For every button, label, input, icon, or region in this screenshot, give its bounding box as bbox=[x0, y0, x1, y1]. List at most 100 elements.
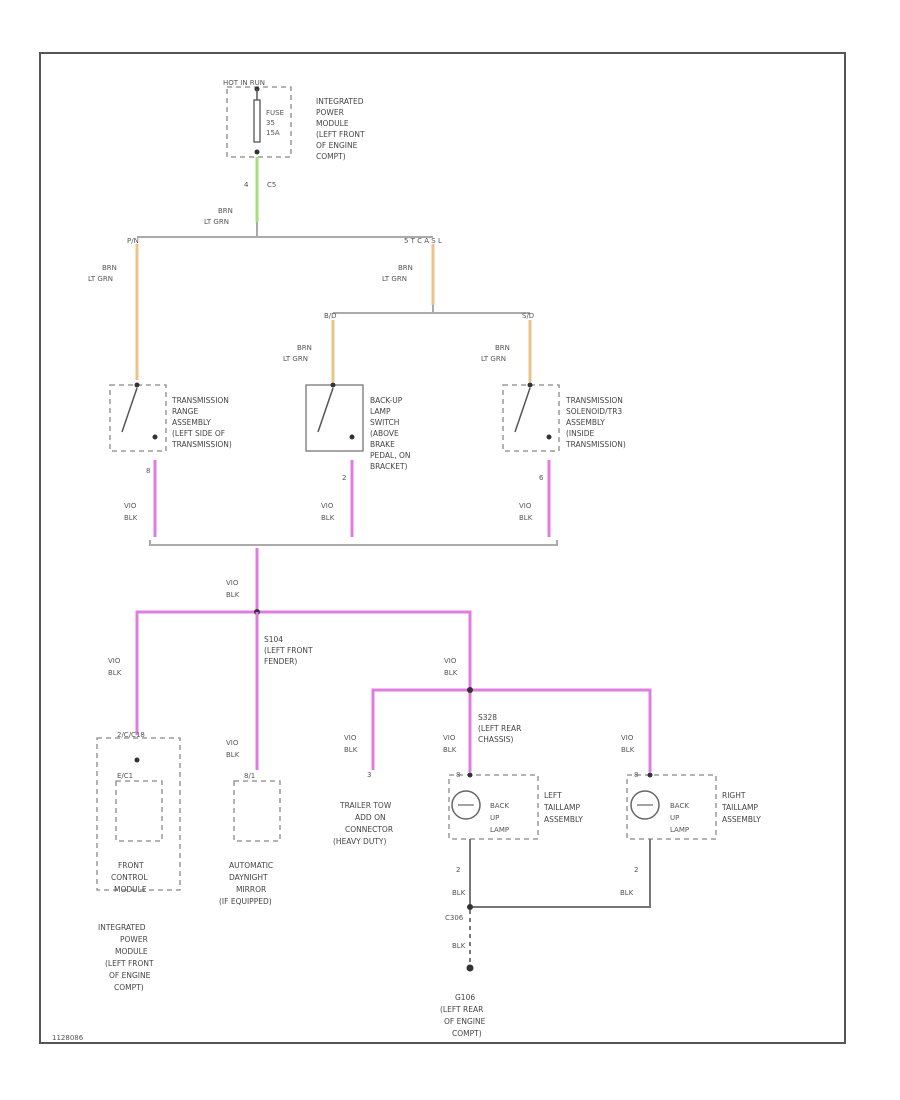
sw2-wire-0: BRN bbox=[297, 344, 312, 352]
sw2-l0: BACK-UP bbox=[370, 396, 403, 405]
g106-2: OF ENGINE bbox=[444, 1017, 486, 1026]
sw3-l1: SOLENOID/TR3 bbox=[566, 407, 622, 416]
fcm-b-2: MODULE bbox=[115, 947, 148, 956]
right-wire-1: LT GRN bbox=[382, 275, 407, 283]
fuse-label-0: FUSE bbox=[266, 109, 284, 117]
fuse-module-2: MODULE bbox=[316, 119, 349, 128]
s104-1: (LEFT FRONT bbox=[264, 646, 313, 655]
vio-mir-1: BLK bbox=[226, 751, 240, 759]
vio-trunk-1: BLK bbox=[226, 591, 240, 599]
ground-point bbox=[466, 964, 474, 972]
vio-rear-1: BLK bbox=[444, 669, 458, 677]
bus-tag-r2: S/D bbox=[522, 312, 534, 320]
fuse-pin: 4 bbox=[244, 181, 249, 189]
sw2-pin: 2 bbox=[342, 474, 346, 482]
wire-top-0: BRN bbox=[218, 207, 233, 215]
rl-pin-top: 8 bbox=[634, 771, 638, 779]
bus-tag-right: 5 T C A S L bbox=[404, 237, 442, 245]
vio2-1: BLK bbox=[321, 514, 335, 522]
ll-l0: LEFT bbox=[544, 791, 562, 800]
sw1-l1: RANGE bbox=[172, 407, 198, 416]
g106-0: G106 bbox=[455, 993, 475, 1002]
trailer-connector: 3 TRAILER TOW ADD ON CONNECTOR (HEAVY DU… bbox=[333, 771, 393, 846]
wire-vio-s328 bbox=[371, 688, 652, 772]
fuse-label-2: 15A bbox=[266, 129, 280, 137]
left-lamp-icon bbox=[451, 790, 481, 820]
sw3-l2: ASSEMBLY bbox=[566, 418, 605, 427]
ll-l2: ASSEMBLY bbox=[544, 815, 583, 824]
vio-rear-0: VIO bbox=[444, 657, 457, 665]
sw2-l3: (ABOVE bbox=[370, 429, 399, 438]
fuse-panel: HOT IN RUN FUSE 35 15A INTEGRATED POWER … bbox=[223, 79, 365, 189]
wire-blk-right bbox=[470, 839, 651, 908]
rl-l0: RIGHT bbox=[722, 791, 746, 800]
sw3-pin: 6 bbox=[539, 474, 544, 482]
diagram-frame bbox=[39, 52, 846, 1044]
ll-pin-bot: 2 bbox=[456, 866, 460, 874]
rl-pin-bot: 2 bbox=[634, 866, 638, 874]
fuse-module-3: (LEFT FRONT bbox=[316, 130, 365, 139]
s104-0: S104 bbox=[264, 635, 283, 644]
switch-range: TRANSMISSION RANGE ASSEMBLY (LEFT SIDE O… bbox=[109, 382, 232, 475]
right-lamp-icon bbox=[630, 790, 660, 820]
sw3-l4: TRANSMISSION) bbox=[565, 440, 626, 449]
splice-s328 bbox=[467, 687, 473, 693]
vio-tr-1: BLK bbox=[344, 746, 358, 754]
sw3-l0: TRANSMISSION bbox=[565, 396, 623, 405]
mirror-l2: MIRROR bbox=[236, 885, 266, 894]
left-taillamp: 8 BACK UP LAMP LEFT TAILLAMP ASSEMBLY 2 bbox=[448, 771, 583, 874]
sw2-l1: LAMP bbox=[370, 407, 391, 416]
sw1-l0: TRANSMISSION bbox=[171, 396, 229, 405]
fuse-module-5: COMPT) bbox=[316, 152, 346, 161]
wire-top-1: LT GRN bbox=[204, 218, 229, 226]
rl-l1: TAILLAMP bbox=[721, 803, 758, 812]
sw2-l5: PEDAL, ON bbox=[370, 451, 411, 460]
right-taillamp: 8 BACK UP LAMP RIGHT TAILLAMP ASSEMBLY 2 bbox=[626, 771, 761, 874]
s328-1: (LEFT REAR bbox=[478, 724, 521, 733]
vio-rl-0: VIO bbox=[621, 734, 634, 742]
trailer-l3: (HEAVY DUTY) bbox=[333, 837, 386, 846]
rl-in-0: BACK bbox=[670, 802, 689, 810]
sw1-l2: ASSEMBLY bbox=[172, 418, 211, 427]
rl-in-2: LAMP bbox=[670, 826, 689, 834]
g106-1: (LEFT REAR bbox=[440, 1005, 483, 1014]
left-wire-1: LT GRN bbox=[88, 275, 113, 283]
bus-tag-mid: B/D bbox=[324, 312, 337, 320]
fcm-in-2: MODULE bbox=[114, 885, 147, 894]
sw2-l2: SWITCH bbox=[370, 418, 399, 427]
rl-in-1: UP bbox=[670, 814, 679, 822]
vio-trunk-0: VIO bbox=[226, 579, 239, 587]
fuse-module-1: POWER bbox=[316, 108, 344, 117]
vio-fcm-1: BLK bbox=[108, 669, 122, 677]
sw2-wire-1: LT GRN bbox=[283, 355, 308, 363]
sw2-l6: BRACKET) bbox=[370, 462, 408, 471]
ll-pin-top: 8 bbox=[456, 771, 460, 779]
ll-in-2: LAMP bbox=[490, 826, 509, 834]
fuse-module-4: OF ENGINE bbox=[316, 141, 358, 150]
fuse-label-1: 35 bbox=[266, 119, 275, 127]
vio3-0: VIO bbox=[519, 502, 532, 510]
fuse-connector: C5 bbox=[267, 181, 276, 189]
mirror-l3: (IF EQUIPPED) bbox=[219, 897, 272, 906]
vio-fcm-0: VIO bbox=[108, 657, 121, 665]
fcm-b-3: (LEFT FRONT bbox=[105, 959, 154, 968]
fcm-in-1: CONTROL bbox=[111, 873, 148, 882]
ll-l1: TAILLAMP bbox=[543, 803, 580, 812]
vio-ll-1: BLK bbox=[443, 746, 457, 754]
sw1-l3: (LEFT SIDE OF bbox=[172, 429, 225, 438]
trailer-l2: CONNECTOR bbox=[345, 825, 393, 834]
vio-tr-0: VIO bbox=[344, 734, 357, 742]
fcm-pin2: E/C1 bbox=[117, 772, 133, 780]
sw1-l4: TRANSMISSION) bbox=[171, 440, 232, 449]
fcm-b-0: INTEGRATED bbox=[98, 923, 146, 932]
mirror: 8/1 AUTOMATIC DAYNIGHT MIRROR (IF EQUIPP… bbox=[219, 772, 281, 906]
switch-solenoid: TRANSMISSION SOLENOID/TR3 ASSEMBLY (INSI… bbox=[502, 382, 626, 482]
front-control-module: 2/C/C18 E/C1 FRONT CONTROL MODULE INTEGR… bbox=[96, 731, 181, 992]
fcm-b-4: OF ENGINE bbox=[109, 971, 151, 980]
fuse-module-0: INTEGRATED bbox=[316, 97, 364, 106]
ground-splice bbox=[467, 904, 473, 910]
vio-rl-1: BLK bbox=[621, 746, 635, 754]
wire-vio-s104 bbox=[135, 610, 472, 735]
trailer-pin: 3 bbox=[367, 771, 371, 779]
